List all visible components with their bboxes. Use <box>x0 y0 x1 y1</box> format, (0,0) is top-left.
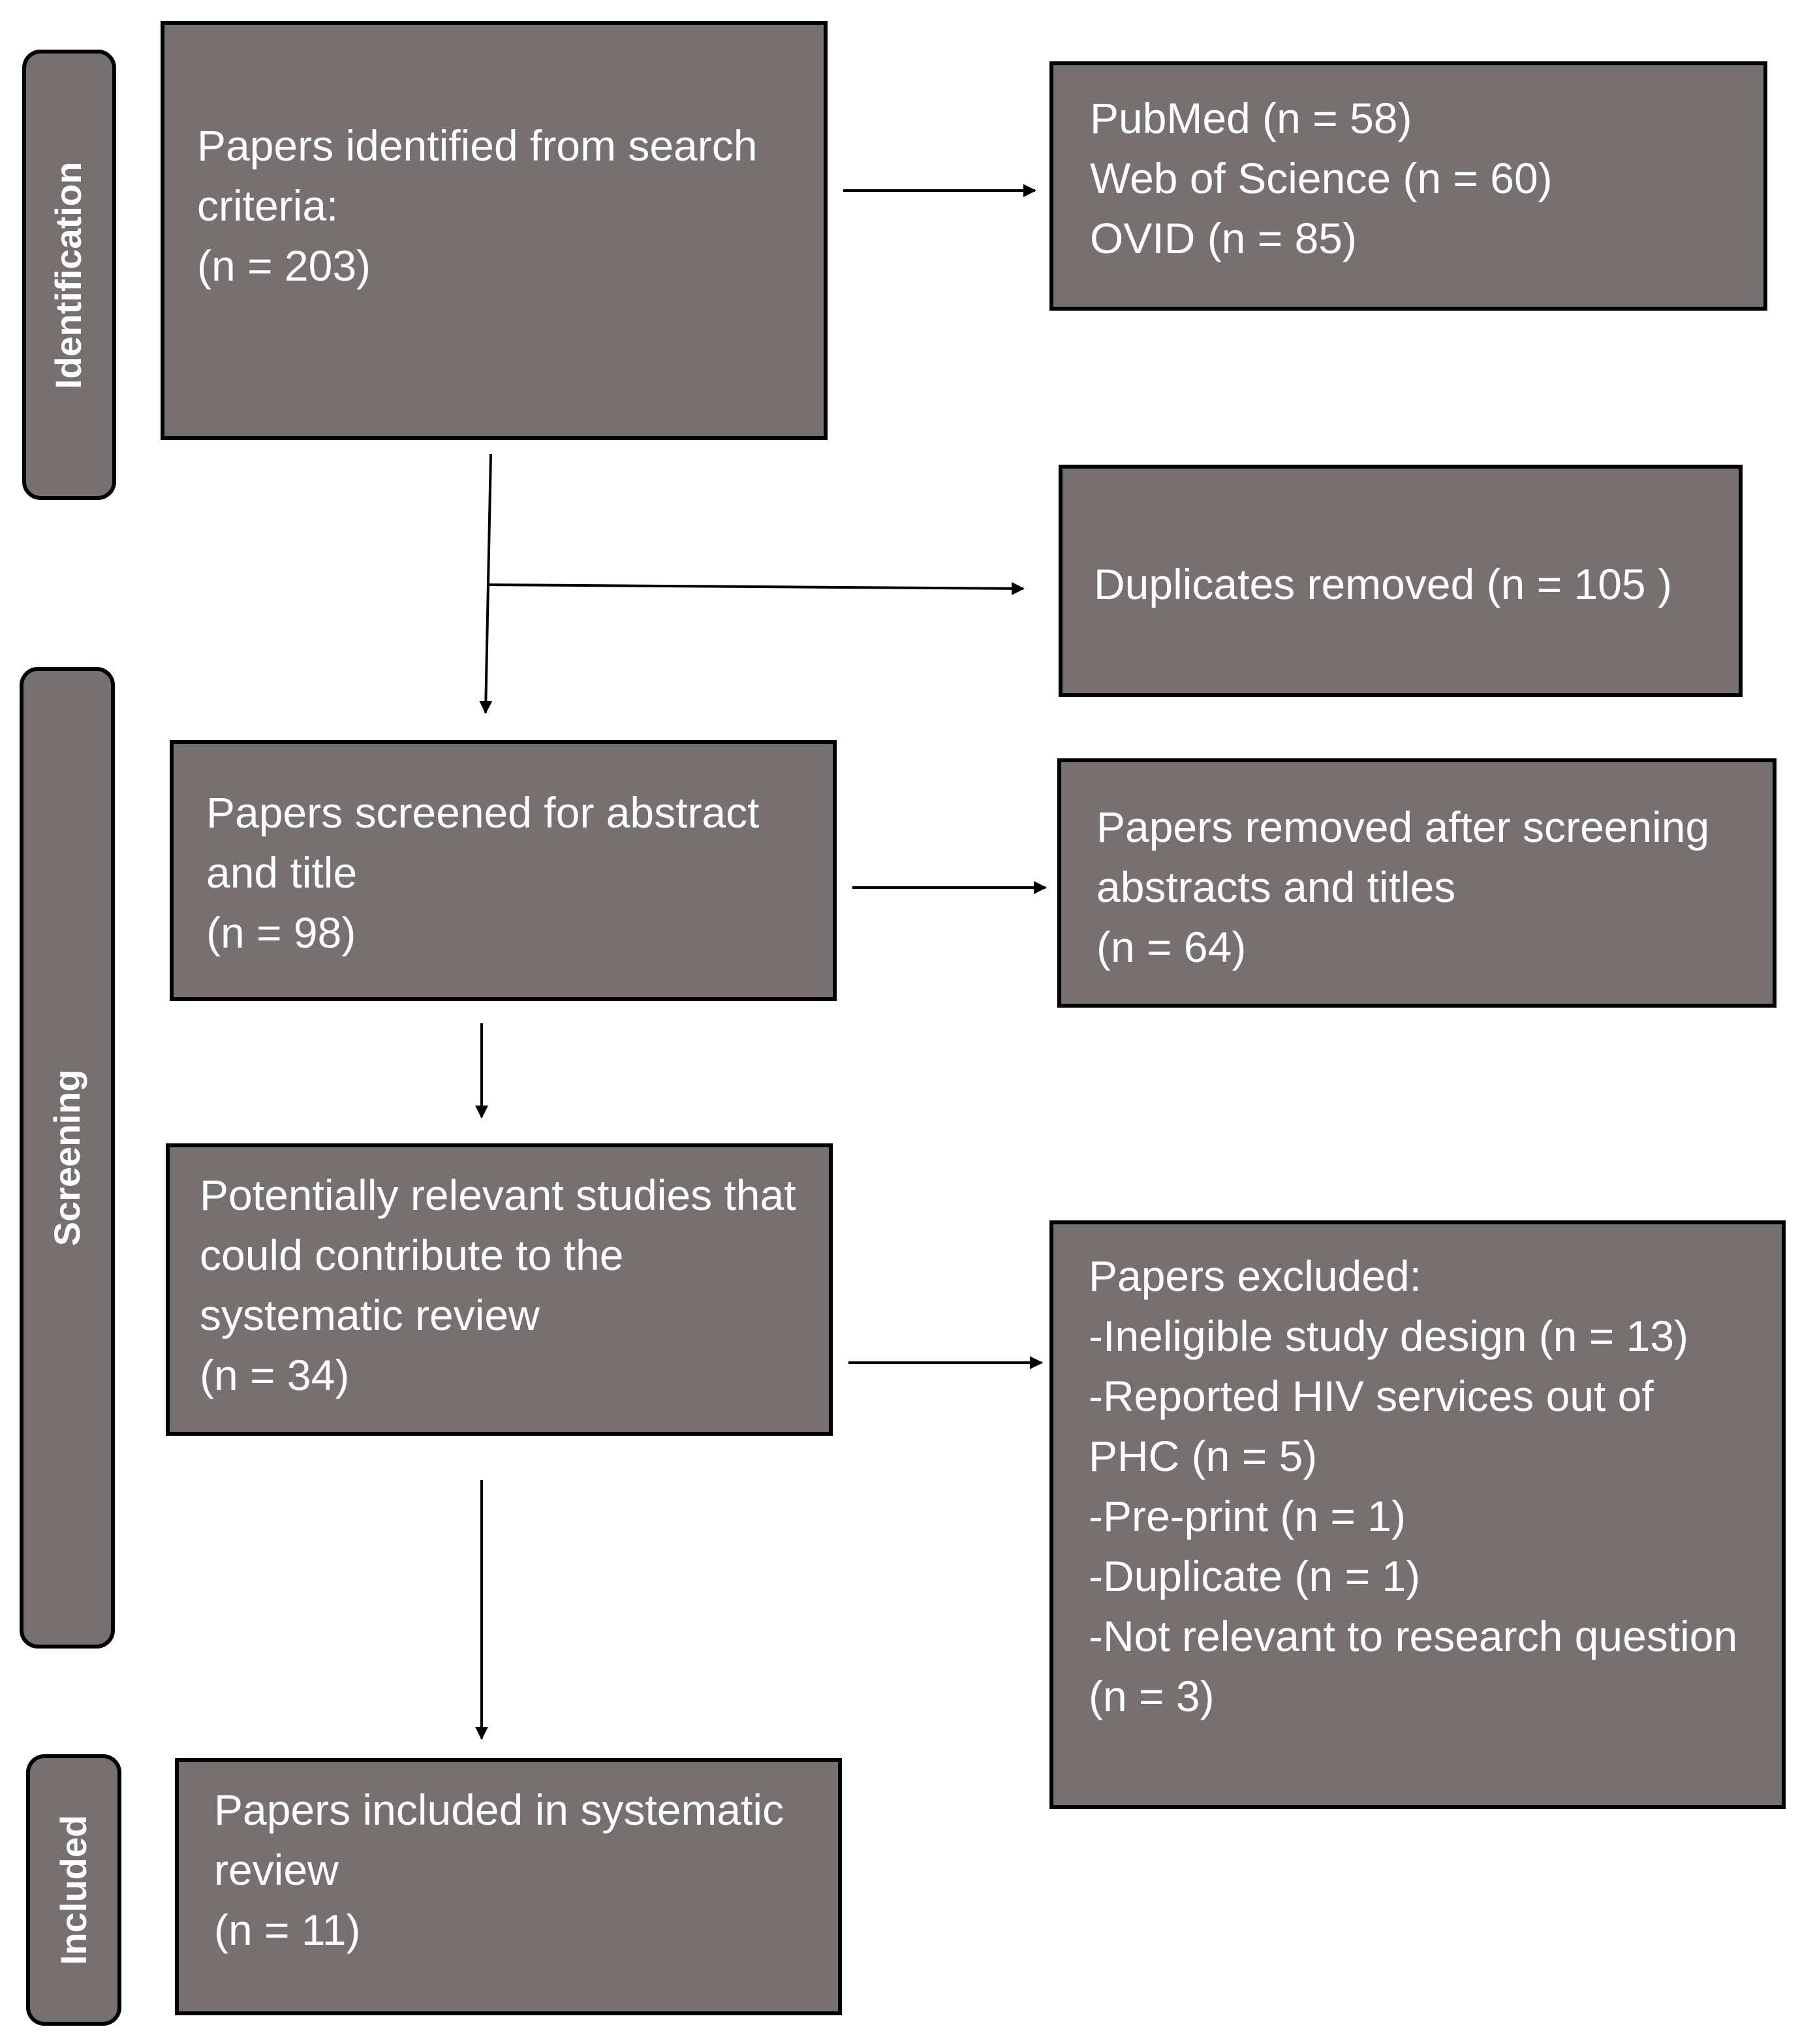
box-papers-excluded: Papers excluded: -Ineligible study desig… <box>1049 1220 1786 1809</box>
box-papers-screened-text: Papers screened for abstract and title (… <box>206 788 760 957</box>
box-duplicates-removed-text: Duplicates removed (n = 105 ) <box>1094 560 1672 608</box>
box-papers-removed-after-screening-text: Papers removed after screening abstracts… <box>1096 803 1710 971</box>
box-database-sources: PubMed (n = 58) Web of Science (n = 60) … <box>1049 61 1767 311</box>
box-papers-included-text: Papers included in systematic review (n … <box>214 1786 784 1954</box>
box-papers-identified: Papers identified from search criteria: … <box>161 21 828 440</box>
box-duplicates-removed: Duplicates removed (n = 105 ) <box>1059 465 1743 697</box>
box-papers-screened: Papers screened for abstract and title (… <box>170 740 837 1001</box>
arrow-identified-down <box>479 454 493 714</box>
box-papers-identified-text: Papers identified from search criteria: … <box>197 121 758 290</box>
box-potentially-relevant-text: Potentially relevant studies that could … <box>200 1171 796 1399</box>
box-papers-removed-after-screening: Papers removed after screening abstracts… <box>1057 758 1777 1008</box>
box-papers-excluded-text: Papers excluded: -Ineligible study desig… <box>1089 1252 1738 1720</box>
phase-included: Included <box>26 1754 121 2026</box>
box-database-sources-text: PubMed (n = 58) Web of Science (n = 60) … <box>1090 94 1553 262</box>
box-potentially-relevant: Potentially relevant studies that could … <box>166 1143 833 1436</box>
arrow-to-duplicates <box>488 581 1025 595</box>
phase-screening: Screening <box>20 667 115 1649</box>
box-papers-included: Papers included in systematic review (n … <box>175 1758 842 2015</box>
phase-identification: Identification <box>22 50 116 500</box>
